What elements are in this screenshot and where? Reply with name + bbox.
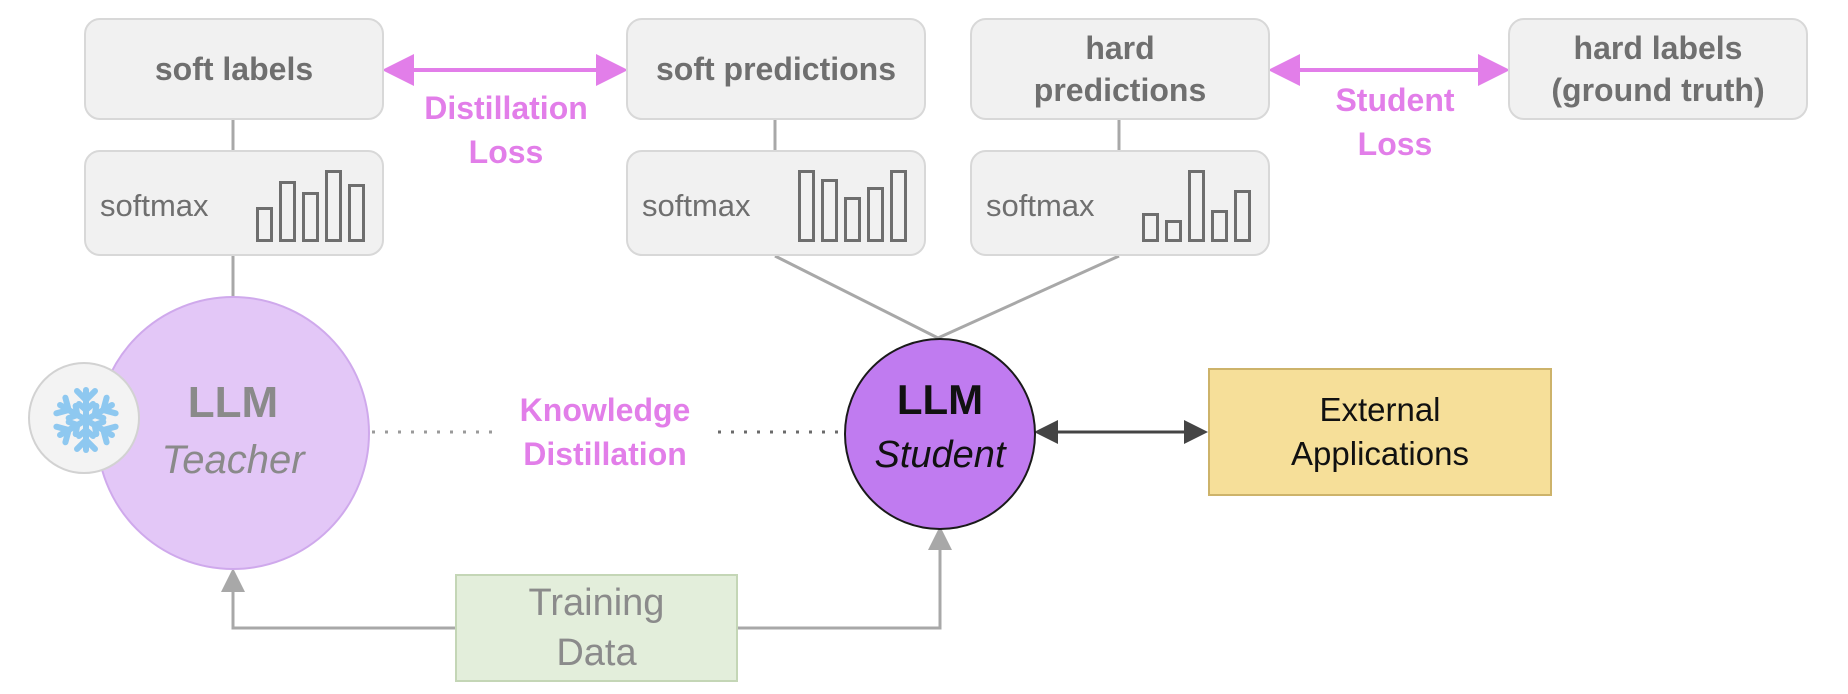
teacher-llm-circle: LLM Teacher (96, 296, 370, 570)
softmax-bar (798, 170, 815, 242)
soft-student-softmax-box: softmax (626, 150, 926, 256)
knowledge-distillation-label: Knowledge Distillation (494, 388, 716, 476)
hard-student-softmax-bars (1142, 152, 1252, 260)
softmax-bar (1188, 170, 1205, 242)
hard-student-softmax-box: softmax (970, 150, 1270, 256)
softmax-label: softmax (986, 188, 1095, 223)
softmax-bar (844, 197, 861, 242)
softmax-bar (821, 179, 838, 242)
softmax-label: softmax (642, 188, 751, 223)
student-loss-line2: Loss (1357, 126, 1433, 162)
distillation-loss-line1: Distillation (424, 90, 588, 126)
training-to-teacher-arrow (221, 568, 455, 630)
softmax-bar (1165, 220, 1182, 242)
softmax-bar (302, 192, 319, 242)
student-llm-subtitle: Student (874, 434, 1006, 476)
teacher-llm-subtitle: Teacher (161, 438, 305, 482)
softmax-bar (325, 170, 342, 242)
student-llm-circle: LLM Student (844, 338, 1036, 530)
softmax-bar (1234, 190, 1251, 242)
softmax-bar (256, 207, 273, 242)
softmax-label: softmax (100, 188, 209, 223)
soft-predictions-box: soft predictions (626, 18, 926, 120)
softmax-bar (890, 170, 907, 242)
soft-labels-box: soft labels (84, 18, 384, 120)
distillation-loss-label: Distillation Loss (392, 86, 620, 174)
distillation-loss-line2: Loss (468, 134, 544, 170)
softmax-bar (279, 181, 296, 242)
training-to-student-arrow (738, 526, 952, 630)
knowledge-distillation-line1: Knowledge (519, 392, 691, 428)
hard-labels-text: hard labels (ground truth) (1551, 30, 1765, 108)
teacher-softmax-bars (256, 152, 366, 260)
soft-labels-text: soft labels (154, 51, 314, 87)
training-data-box: Training Data (455, 574, 738, 682)
student-loss-label: Student Loss (1290, 78, 1500, 166)
external-applications-box: External Applications (1208, 368, 1552, 496)
student-llm-title: LLM (896, 376, 984, 423)
soft-predictions-text: soft predictions (655, 51, 896, 87)
snowflake-icon (30, 387, 142, 476)
connector-student-to-hard-softmax (937, 254, 1120, 340)
training-data-text: Training Data (528, 582, 665, 674)
frozen-badge (28, 362, 140, 474)
teacher-softmax-box: softmax (84, 150, 384, 256)
connector-student-to-soft-softmax (774, 254, 939, 340)
hard-predictions-text: hard predictions (1033, 30, 1207, 108)
hard-predictions-box: hard predictions (970, 18, 1270, 120)
softmax-bar (348, 184, 365, 242)
softmax-bar (867, 187, 884, 242)
softmax-bar (1211, 210, 1228, 242)
softmax-bar (1142, 213, 1159, 242)
external-applications-text: External Applications (1291, 391, 1469, 472)
hard-labels-box: hard labels (ground truth) (1508, 18, 1808, 120)
soft-student-softmax-bars (798, 152, 908, 260)
teacher-llm-title: LLM (187, 378, 279, 427)
student-loss-line1: Student (1335, 82, 1455, 118)
knowledge-distillation-line2: Distillation (523, 436, 687, 472)
